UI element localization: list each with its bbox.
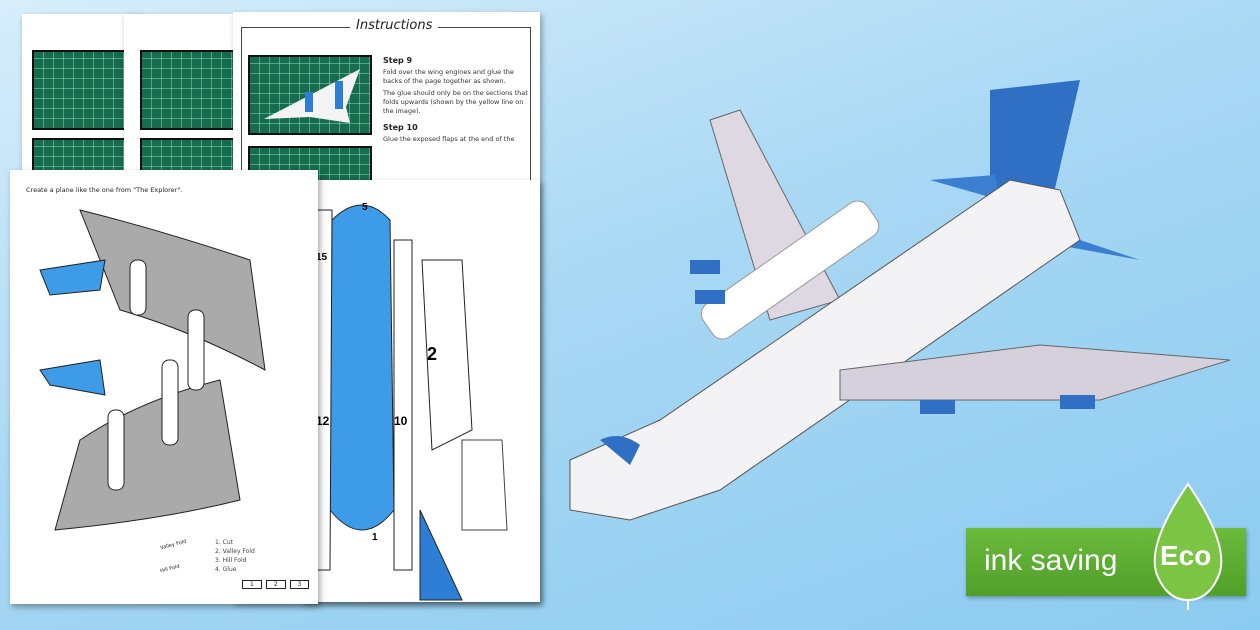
fuselage-template-page: 2 10 12 15 1 5: [302, 180, 540, 602]
wing-template-page: Create a plane like the one from "The Ex…: [10, 170, 318, 604]
eco-label: Eco: [1160, 540, 1212, 571]
step-9-heading: Step 9: [383, 56, 413, 65]
fold-key: 1. Cut 2. Valley Fold 3. Hill Fold 4. Gl…: [215, 538, 265, 574]
step-10-heading: Step 10: [383, 123, 418, 132]
part-number: 10: [394, 414, 408, 428]
glue-box: 2: [265, 580, 286, 589]
glue-box: 1: [242, 580, 262, 589]
instruction-page-back-2: [124, 14, 244, 188]
part-number: 15: [316, 252, 328, 263]
instructions-title: Instructions: [350, 18, 439, 33]
key-hill-fold: 3. Hill Fold: [215, 557, 247, 564]
part-number: 2: [427, 344, 437, 364]
step-9-text-2: The glue should only be on the sections …: [383, 89, 528, 115]
wing-cutout-illustration: [39, 209, 266, 531]
part-number: 1: [372, 532, 378, 543]
key-valley-fold: 2. Valley Fold: [215, 548, 255, 555]
part-number: 12: [316, 414, 330, 428]
template-caption: Create a plane like the one from "The Ex…: [26, 186, 183, 194]
step-10-text: Glue the exposed flaps at the end of the: [383, 135, 515, 143]
paper-airplane-model: [569, 80, 1231, 521]
step-photo: [140, 50, 235, 130]
glue-box: 3: [289, 580, 310, 589]
key-cut: 1. Cut: [215, 539, 233, 546]
step-photo: [32, 50, 127, 130]
steps-column: Step 9 Fold over the wing engines and gl…: [383, 55, 531, 147]
step-9-text: Fold over the wing engines and glue the …: [383, 68, 514, 85]
ink-saving-text: ink saving: [984, 544, 1118, 577]
fuselage-cutout-illustration: 2 10 12 15 1 5: [315, 202, 508, 601]
leaf-icon: [1153, 482, 1223, 610]
step-9-photo: [248, 55, 372, 135]
part-number: 5: [362, 202, 368, 213]
key-glue: 4. Glue: [215, 566, 237, 573]
